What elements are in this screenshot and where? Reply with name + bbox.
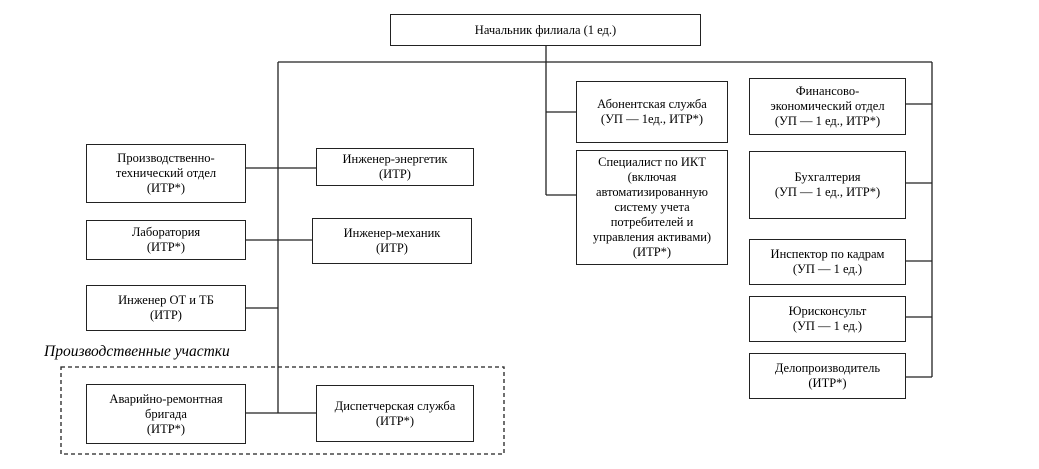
mechanical-engineer-box: Инженер-механик (ИТР) xyxy=(312,218,472,264)
subscriber-service-box: Абонентская служба (УП — 1ед., ИТР*) xyxy=(576,81,728,143)
hr-inspector-box: Инспектор по кадрам (УП — 1 ед.) xyxy=(749,239,906,285)
production-section-frame xyxy=(60,366,505,455)
clerk-box: Делопроизводитель (ИТР*) xyxy=(749,353,906,399)
legal-adviser-box: Юрисконсульт (УП — 1 ед.) xyxy=(749,296,906,342)
finance-department-box: Финансово- экономический отдел (УП — 1 е… xyxy=(749,78,906,135)
production-section-title: Производственные участки xyxy=(44,343,230,360)
ikt-specialist-box: Специалист по ИКТ (включая автоматизиров… xyxy=(576,150,728,265)
dispatch-service-box: Диспетчерская служба (ИТР*) xyxy=(316,385,474,442)
ot-tb-engineer-box: Инженер ОТ и ТБ (ИТР) xyxy=(86,285,246,331)
laboratory-box: Лаборатория (ИТР*) xyxy=(86,220,246,260)
power-engineer-box: Инженер-энергетик (ИТР) xyxy=(316,148,474,186)
accounting-box: Бухгалтерия (УП — 1 ед., ИТР*) xyxy=(749,151,906,219)
pto-box: Производственно- технический отдел (ИТР*… xyxy=(86,144,246,203)
head-box: Начальник филиала (1 ед.) xyxy=(390,14,701,46)
repair-brigade-box: Аварийно-ремонтная бригада (ИТР*) xyxy=(86,384,246,444)
